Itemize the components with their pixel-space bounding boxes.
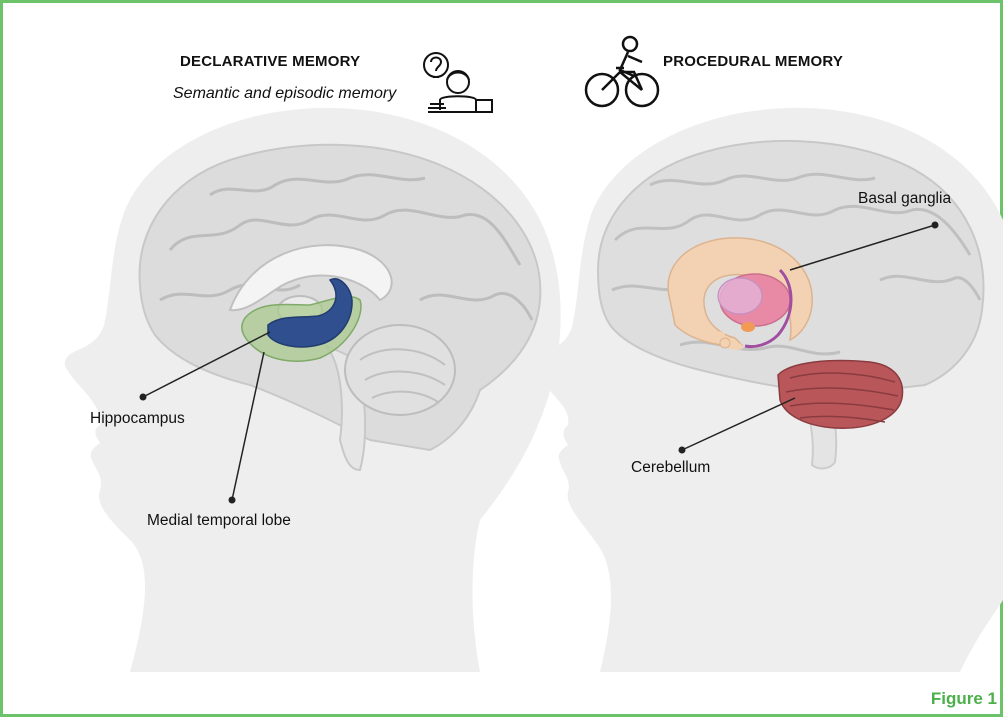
person-thinking-icon — [424, 53, 492, 112]
hippocampus-label: Hippocampus — [90, 410, 185, 428]
basal-ganglia-dot — [932, 222, 939, 229]
figure-label: Figure 1 — [931, 689, 997, 709]
cerebellum-label: Cerebellum — [631, 459, 710, 477]
cerebellum-shape — [778, 361, 903, 429]
medial-temporal-lobe-dot — [229, 497, 236, 504]
basal-ganglia-label: Basal ganglia — [858, 190, 951, 208]
cyclist-icon — [586, 37, 658, 106]
procedural-title: PROCEDURAL MEMORY — [663, 53, 843, 70]
medial-temporal-lobe-label: Medial temporal lobe — [147, 512, 291, 530]
hippocampus-dot — [140, 394, 147, 401]
declarative-title: DECLARATIVE MEMORY — [180, 53, 360, 70]
declarative-subtitle: Semantic and episodic memory — [173, 85, 396, 103]
cerebellum-dot — [679, 447, 686, 454]
